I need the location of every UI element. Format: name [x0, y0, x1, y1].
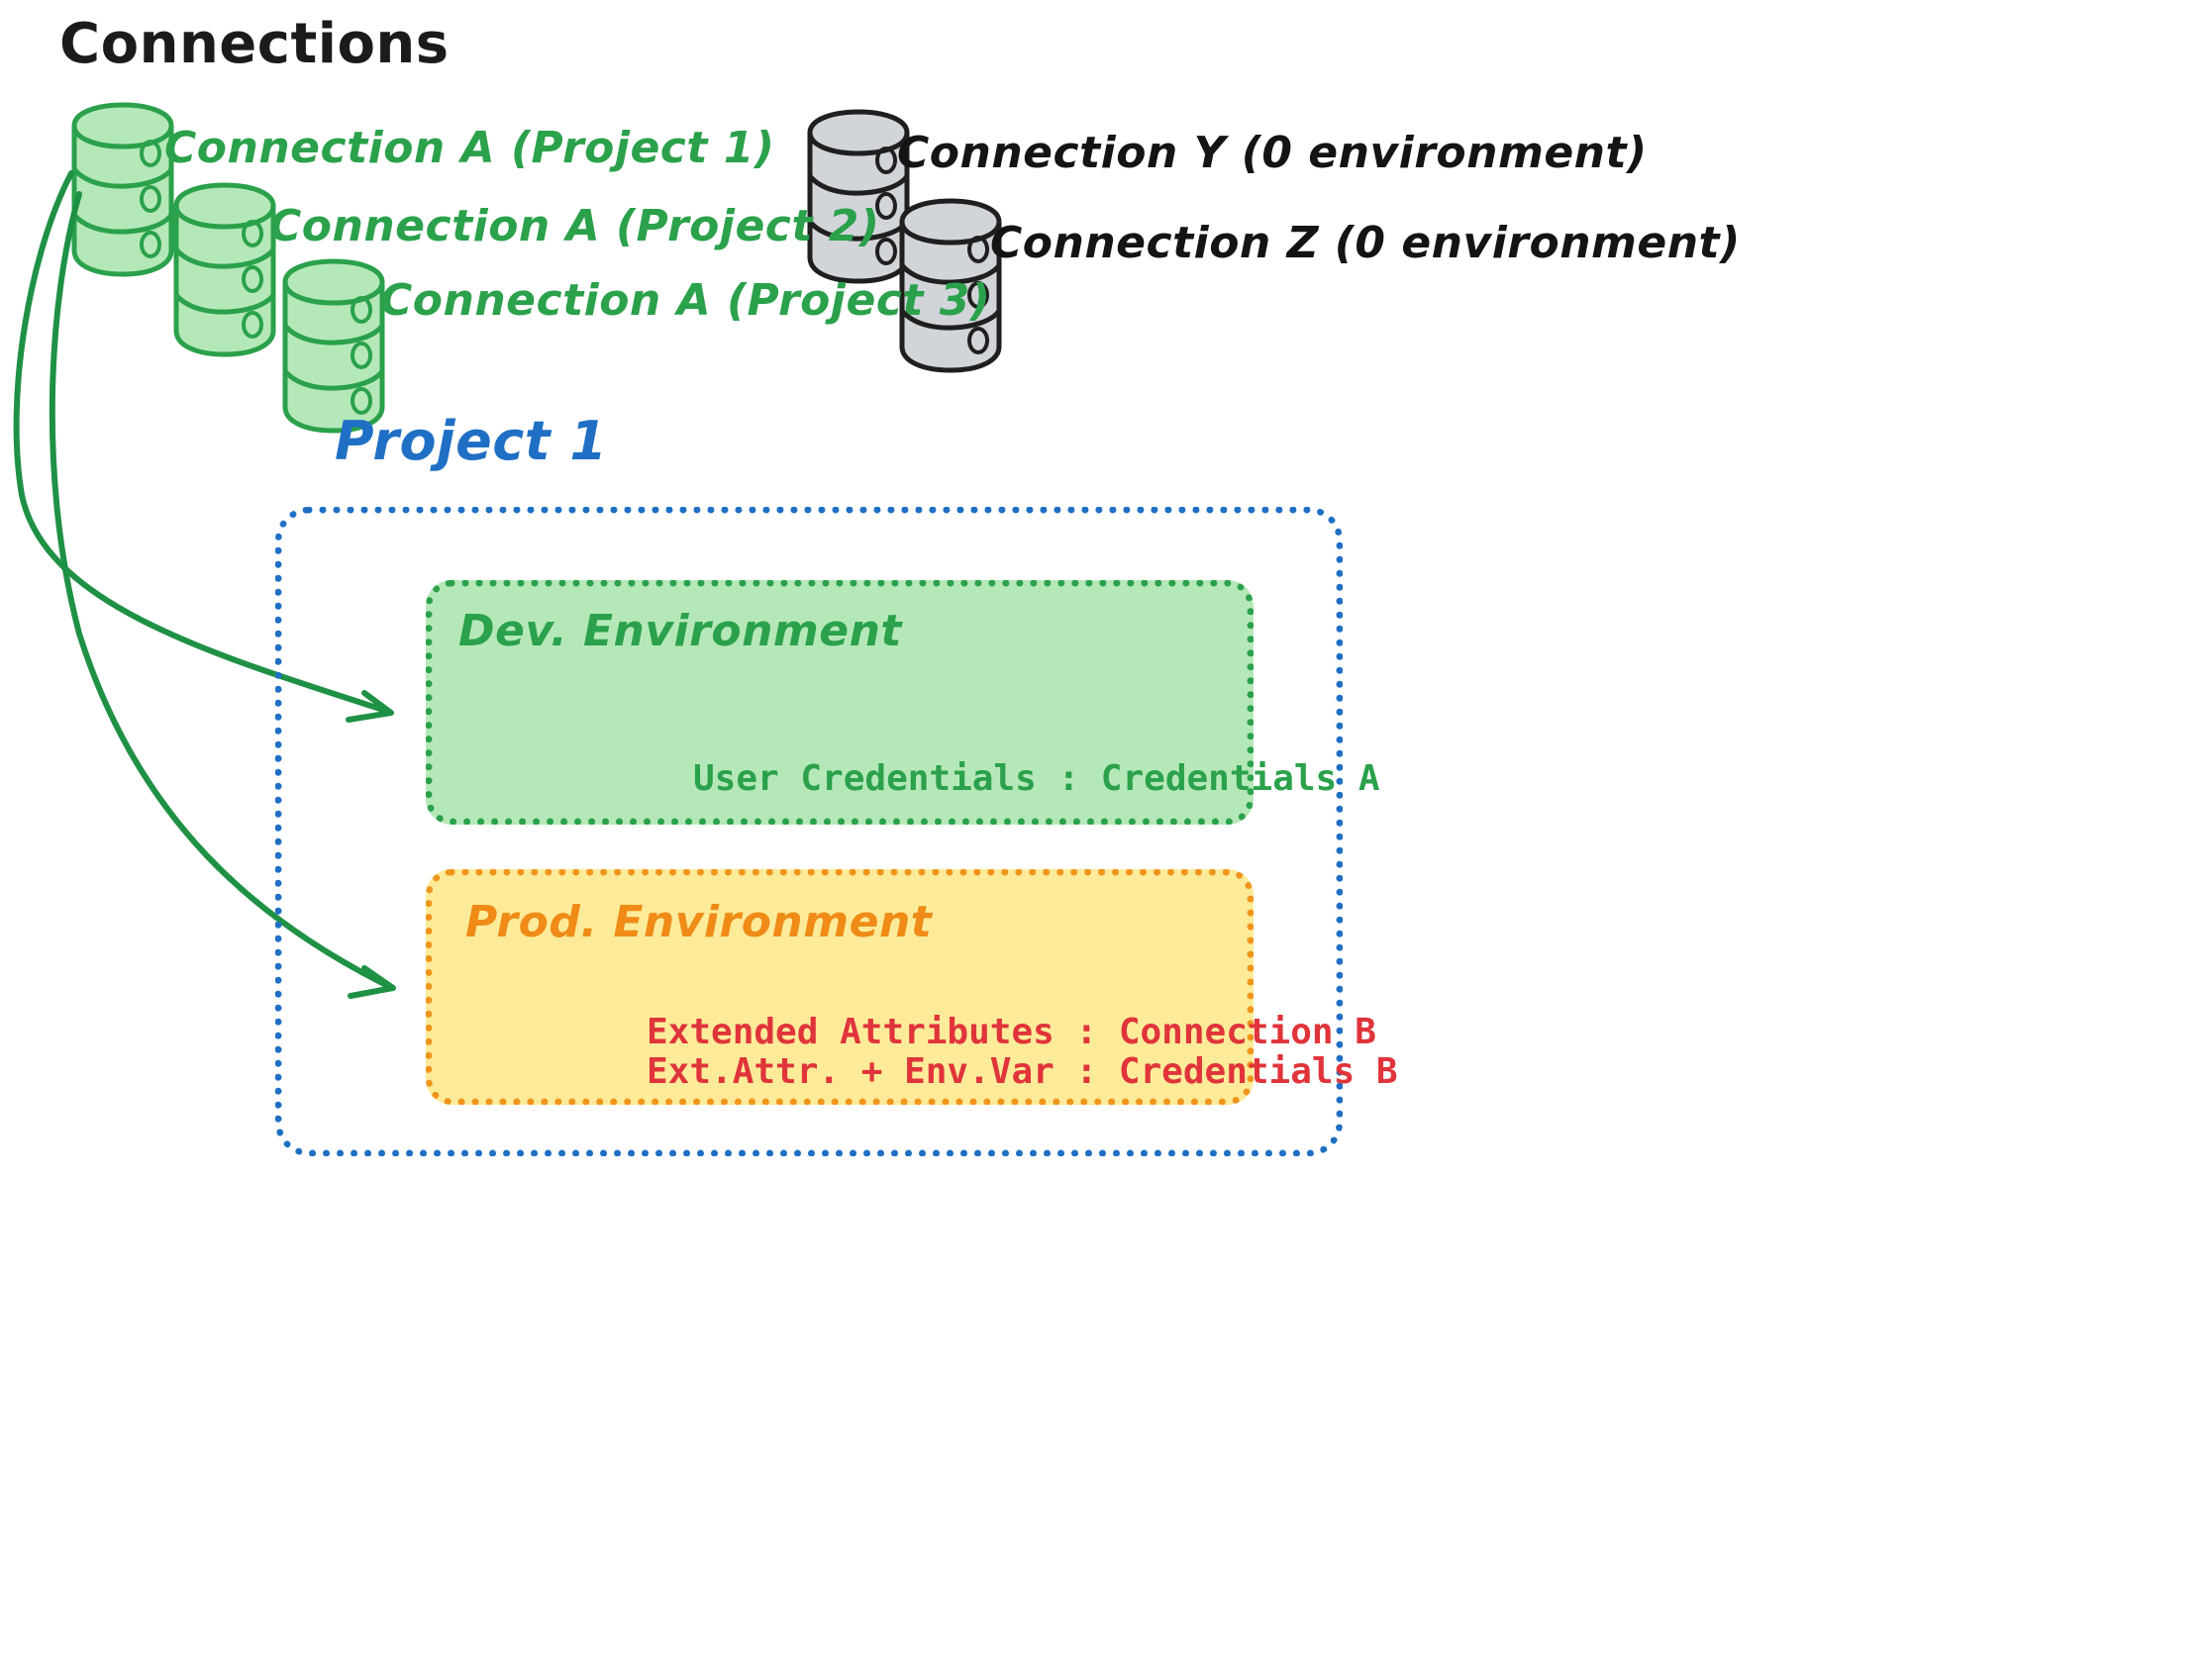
page-title: Connections	[59, 12, 450, 76]
project-title: Project 1	[335, 410, 608, 472]
connection-label-y: Connection Y (0 environment)	[897, 128, 1648, 178]
arrow-connection-a-to-prod-environment	[49, 191, 396, 999]
arrow-connection-a-to-dev-environment	[13, 170, 394, 723]
prod-environment-row-extended-attributes: Extended Attributes : Connection B	[647, 1012, 1376, 1052]
dev-environment-title: Dev. Environment	[458, 606, 902, 656]
dev-environment-box[interactable]	[426, 580, 1254, 825]
connection-label-a-project-2: Connection A (Project 2)	[269, 201, 880, 251]
prod-environment-title: Prod. Environment	[465, 897, 933, 947]
database-cylinder-icon-connection-y[interactable]	[809, 112, 908, 282]
prod-environment-box[interactable]	[426, 869, 1254, 1105]
database-cylinder-icon-connection-a-project-3[interactable]	[284, 261, 383, 432]
database-cylinder-icon-connection-a-project-2[interactable]	[175, 185, 274, 355]
connection-label-z: Connection Z (0 environment)	[990, 218, 1741, 268]
prod-environment-row-ext-attr-env-var: Ext.Attr. + Env.Var : Credentials B	[647, 1051, 1398, 1092]
connection-label-a-project-3: Connection A (Project 3)	[380, 275, 991, 326]
connection-label-a-project-1: Connection A (Project 1)	[164, 123, 775, 173]
project-container	[275, 507, 1343, 1156]
dev-environment-row-user-credentials: User Credentials : Credentials A	[693, 758, 1380, 799]
database-cylinder-icon-connection-a-project-1[interactable]	[73, 105, 172, 275]
